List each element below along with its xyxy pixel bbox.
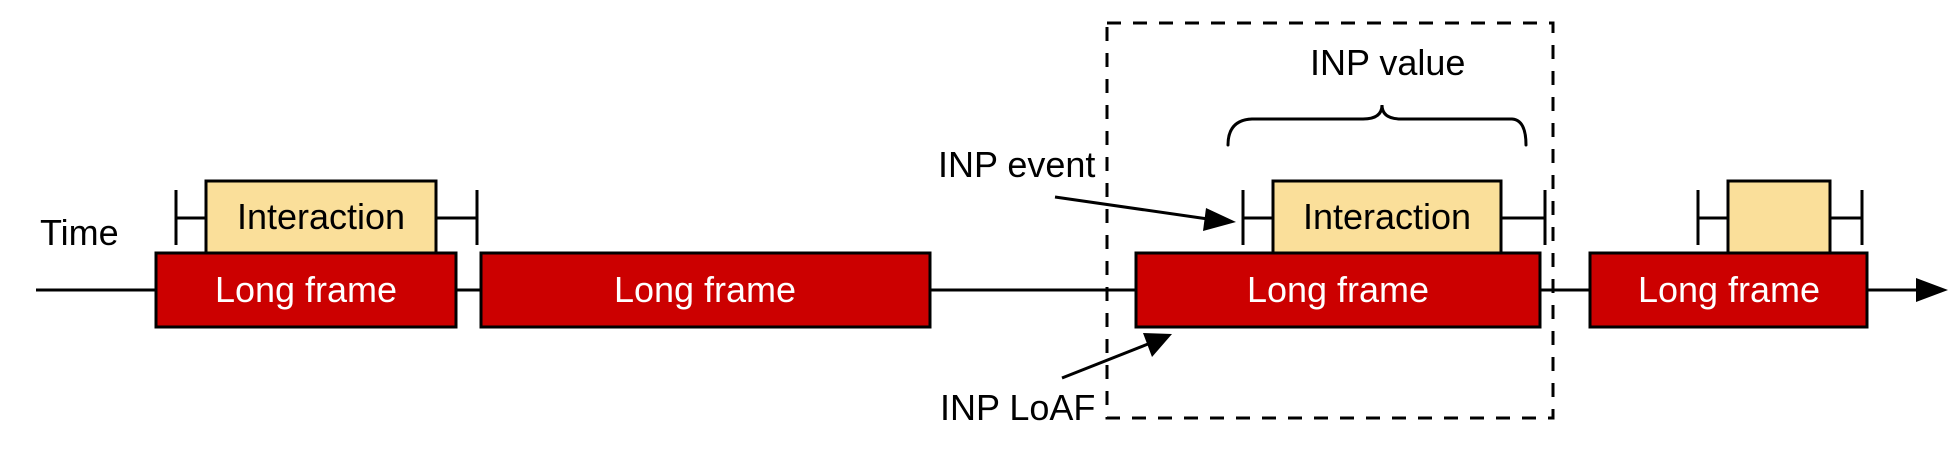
inp-value-brace [1226, 104, 1528, 147]
inp-loaf-label: INP LoAF [940, 387, 1095, 428]
long-frame-box[interactable] [1588, 251, 1869, 329]
inp-event-arrow [1054, 195, 1236, 231]
frame-group-2: Long frame [479, 251, 932, 329]
frame-group-4: Long frame [1588, 179, 1869, 329]
interaction-whisker-4 [1696, 190, 1864, 245]
long-frame-box[interactable] [1134, 251, 1542, 329]
timeline-axis [36, 278, 1948, 302]
interaction-whisker-1 [174, 190, 479, 245]
interaction-label: Interaction [1303, 196, 1471, 237]
inp-highlight-box [1105, 21, 1555, 420]
inp-event-label: INP event [938, 144, 1095, 185]
long-frame-label: Long frame [614, 269, 796, 310]
long-frame-box[interactable] [154, 251, 458, 329]
interaction-box[interactable] [204, 179, 438, 255]
frame-group-1: Interaction Long frame [154, 179, 479, 329]
long-frame-label: Long frame [1638, 269, 1820, 310]
long-frame-label: Long frame [215, 269, 397, 310]
interaction-box[interactable] [1726, 179, 1832, 255]
inp-loaf-arrow [1061, 333, 1172, 380]
time-axis-label: Time [40, 212, 119, 253]
long-frame-label: Long frame [1247, 269, 1429, 310]
long-frame-box[interactable] [479, 251, 932, 329]
frame-group-3: Interaction Long frame [1134, 179, 1547, 329]
interaction-whisker-3 [1241, 190, 1547, 245]
interaction-label: Interaction [237, 196, 405, 237]
inp-value-label: INP value [1310, 42, 1465, 83]
interaction-box[interactable] [1271, 179, 1503, 255]
